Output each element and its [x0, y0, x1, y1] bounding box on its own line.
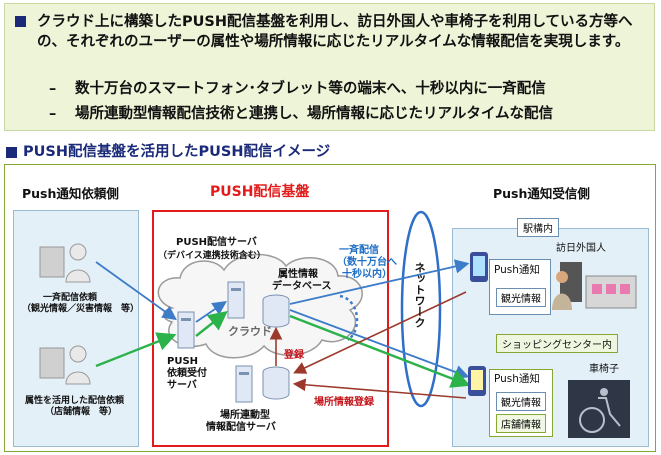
- arrow-attr-out: [289, 314, 471, 388]
- section-square-icon: [6, 146, 17, 158]
- loc-register-label: 場所情報登録: [314, 397, 374, 408]
- wheelchair-icon: [568, 380, 630, 438]
- attr-db-label-1: 属性情報: [278, 269, 318, 280]
- summary-sub-1: – 数十万台のスマートフォン･タブレット等の端末へ、十秒以内に一斉配信: [49, 77, 546, 98]
- recv-server-label-2: 依頼受付: [167, 368, 207, 379]
- recv-server-label-3: サーバ: [167, 380, 197, 391]
- arrow-attr-request: [95, 332, 177, 368]
- station-tag: 駅構内: [517, 218, 559, 237]
- col-head-right: Push通知受信側: [493, 186, 590, 201]
- push-label-2: Push通知: [494, 373, 540, 385]
- train-gate-icon: [560, 262, 637, 309]
- req1-label-2: （観光情報／災害情報 等）: [22, 304, 140, 314]
- requester-person-icon-2: [39, 345, 91, 385]
- arrow-loc-register-2: [292, 378, 467, 399]
- dash-1: –: [49, 81, 57, 97]
- push-server-label-2: （デバイス連携技術含む）: [158, 251, 266, 261]
- section-title: PUSH配信基盤を活用したPUSH配信イメージ: [6, 140, 330, 161]
- tourist-info-chip-2: 観光情報: [496, 392, 546, 411]
- req2-label-1: 属性を活用した配信依頼: [25, 396, 125, 406]
- push-card-mall: Push通知 観光情報 店舗情報: [489, 369, 553, 437]
- broadcast-label-1: 一斉配信: [339, 245, 379, 256]
- push-server-icon: [227, 281, 245, 319]
- broadcast-label-2: （数十万台へ: [337, 257, 397, 268]
- recv-server-label-1: PUSH: [167, 356, 199, 367]
- broadcast-label-3: 十秒以内）: [342, 269, 392, 280]
- register-label: 登録: [284, 350, 304, 361]
- summary-bullet: クラウド上に構築したPUSH配信基盤を利用し、訪日外国人や車椅子を利用している方…: [15, 12, 647, 52]
- foreign-visitor-label: 訪日外国人: [556, 243, 606, 254]
- loc-server-icon: [235, 365, 253, 403]
- arrow-broadcast-out-1: [289, 259, 470, 305]
- arrow-loc-register-1: [293, 291, 467, 374]
- database-icon-2: [262, 366, 290, 400]
- recv-server-icon: [177, 311, 195, 349]
- arrow-broadcast-request: [95, 261, 177, 321]
- network-label: ネットワーク: [413, 262, 426, 328]
- database-icon-1: [262, 294, 290, 328]
- network-ellipse: [400, 210, 442, 408]
- wheelchair-label: 車椅子: [589, 364, 619, 375]
- push-card-station: Push通知 観光情報: [489, 259, 551, 315]
- summary-sub-2: – 場所連動型情報配信技術と連携し、場所情報に応じたリアルタイムな配信: [49, 102, 553, 123]
- summary-main-text: クラウド上に構築したPUSH配信基盤を利用し、訪日外国人や車椅子を利用している方…: [37, 14, 633, 50]
- phone-icon-2: [468, 366, 486, 396]
- arrow-broadcast-out-2: [289, 309, 470, 379]
- store-info-chip: 店舗情報: [496, 414, 546, 433]
- loc-server-label-1: 場所連動型: [220, 410, 270, 421]
- push-server-label-1: PUSH配信サーバ: [176, 237, 257, 248]
- summary-box: クラウド上に構築したPUSH配信基盤を利用し、訪日外国人や車椅子を利用している方…: [4, 3, 655, 131]
- tourist-info-chip-1: 観光情報: [496, 288, 546, 307]
- mall-tag: ショッピングセンター内: [496, 334, 618, 353]
- req1-label-1: 一斉配信依頼: [43, 293, 98, 303]
- col-head-left: Push通知依頼側: [22, 186, 119, 201]
- phone-icon-1: [470, 252, 488, 282]
- section-title-text: PUSH配信基盤を活用したPUSH配信イメージ: [23, 144, 331, 160]
- req2-label-2: （店舗情報 等）: [45, 407, 118, 417]
- broadcast-dotted-arc: [339, 294, 359, 342]
- cloud-label: クラウド: [228, 325, 272, 338]
- dash-2: –: [49, 106, 57, 122]
- foreign-visitor-icon: [552, 271, 572, 310]
- attr-db-label-2: データベース: [272, 281, 332, 292]
- bullet-square-icon: [15, 16, 26, 27]
- arrow-to-push-server-2: [195, 311, 228, 337]
- requester-person-icon-1: [39, 243, 91, 283]
- loc-server-label-2: 情報配信サーバ: [206, 422, 276, 433]
- summary-sub-1-text: 数十万台のスマートフォン･タブレット等の端末へ、十秒以内に一斉配信: [75, 81, 546, 97]
- diagram-frame: [4, 164, 656, 452]
- summary-sub-2-text: 場所連動型情報配信技術と連携し、場所情報に応じたリアルタイムな配信: [75, 106, 554, 122]
- push-label-1: Push通知: [494, 264, 540, 276]
- col-head-middle: PUSH配信基盤: [210, 184, 310, 200]
